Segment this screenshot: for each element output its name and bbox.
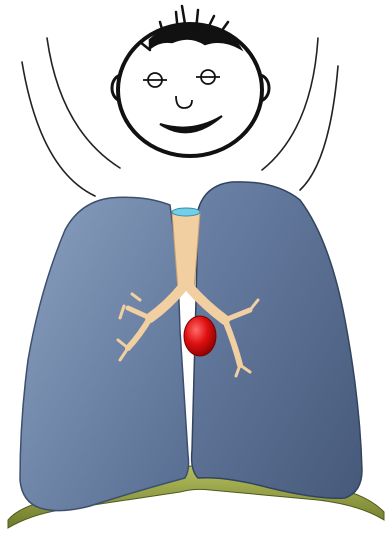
trachea-opening	[172, 208, 200, 216]
left-lung	[192, 182, 362, 498]
right-lung	[20, 197, 189, 510]
tumor	[184, 316, 216, 356]
head-outline	[118, 24, 262, 156]
child-face	[112, 6, 269, 156]
